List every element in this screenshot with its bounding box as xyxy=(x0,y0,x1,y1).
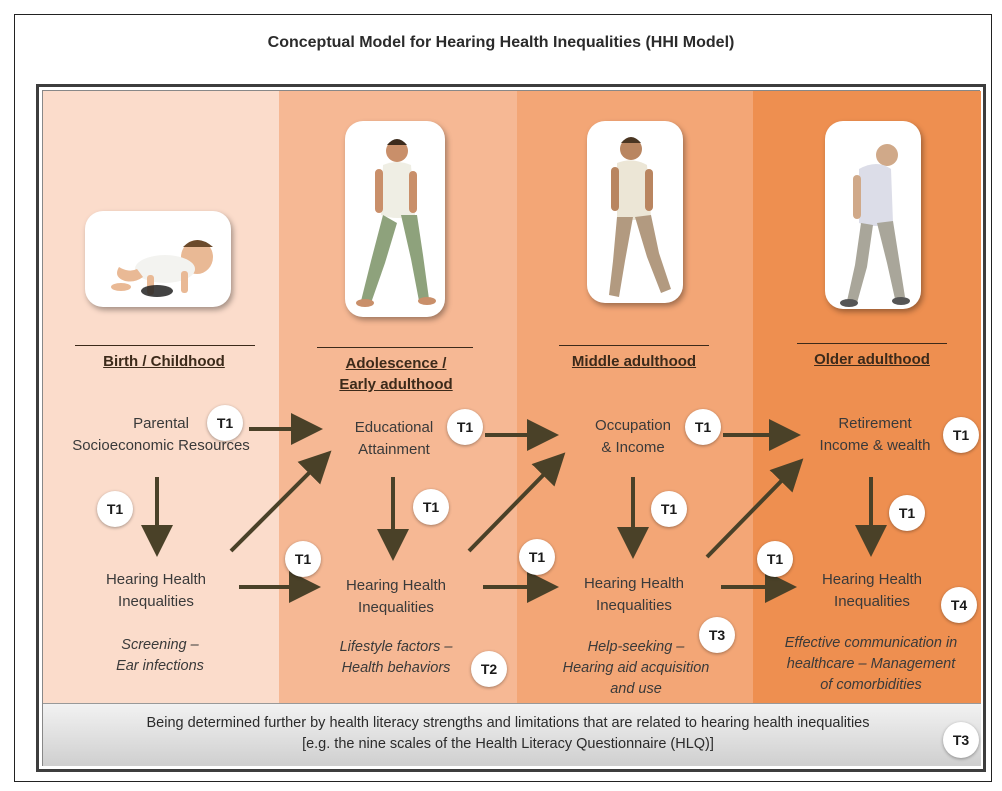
arrows-layer xyxy=(141,413,887,603)
badge-t1: T1 xyxy=(413,489,449,525)
note-screening: Screening – Ear infections xyxy=(75,635,245,677)
badge-t2: T2 xyxy=(471,651,507,687)
hhi-node-adolescence: Hearing Health Inequalities xyxy=(321,575,471,619)
badge-t1: T1 xyxy=(651,491,687,527)
health-literacy-footer: Being determined further by health liter… xyxy=(43,703,981,766)
factor-retirement-income: Retirement Income & wealth xyxy=(795,413,955,457)
note-line-3: and use xyxy=(610,681,662,697)
factor-line-2: Socioeconomic Resources xyxy=(72,437,250,454)
footer-line-2: [e.g. the nine scales of the Health Lite… xyxy=(302,736,714,752)
note-line-3: of comorbidities xyxy=(820,677,922,693)
stage-rule-3 xyxy=(559,345,709,346)
badge-t3: T3 xyxy=(699,617,735,653)
note-help-seeking: Help-seeking – Hearing aid acquisition a… xyxy=(539,637,733,700)
stage-label-older-adulthood: Older adulthood xyxy=(777,349,967,370)
hhi-line-1: Hearing Health xyxy=(105,571,207,588)
middle-aged-man-image xyxy=(587,121,683,303)
figure-title: Conceptual Model for Hearing Health Ineq… xyxy=(267,34,735,51)
arrow-hhi2-to-occupation xyxy=(467,452,566,553)
hhi-line-2: Inequalities xyxy=(358,599,434,616)
note-line-1: Effective communication in xyxy=(784,635,958,651)
stage-rule-1 xyxy=(75,345,255,346)
badge-t1: T1 xyxy=(685,409,721,445)
factor-parental-ses: Parental Socioeconomic Resources xyxy=(51,413,271,457)
badge-t4: T4 xyxy=(941,587,977,623)
badge-t1: T1 xyxy=(447,409,483,445)
stage-label-middle-adulthood: Middle adulthood xyxy=(539,351,729,372)
badge-t1: T1 xyxy=(207,405,243,441)
note-line-1: Help-seeking – xyxy=(587,639,685,655)
factor-line-2: Income & wealth xyxy=(819,437,931,454)
model-panel: Birth / Childhood Adolescence / Early ad… xyxy=(36,84,986,772)
hhi-node-childhood: Hearing Health Inequalities xyxy=(81,569,231,613)
baby-image xyxy=(85,211,231,307)
note-line-2: Ear infections xyxy=(116,658,204,674)
stage-rule-2 xyxy=(317,347,473,348)
note-line-2: Hearing aid acquisition xyxy=(562,660,710,676)
hhi-line-2: Inequalities xyxy=(834,593,910,610)
hhi-line-1: Hearing Health xyxy=(583,575,685,592)
stage-label-text: Middle adulthood xyxy=(571,353,697,370)
badge-t1: T1 xyxy=(757,541,793,577)
badge-t1: T1 xyxy=(889,495,925,531)
note-line-1: Lifestyle factors – xyxy=(339,639,453,655)
hhi-node-older: Hearing Health Inequalities xyxy=(797,569,947,613)
factor-line-1: Occupation xyxy=(595,417,671,434)
stage-label-birth-childhood: Birth / Childhood xyxy=(59,351,269,372)
arrow-hhi3-to-retirement xyxy=(705,458,804,559)
young-man-image xyxy=(345,121,445,317)
badge-t1: T1 xyxy=(97,491,133,527)
factor-line-2: Attainment xyxy=(358,441,430,458)
hhi-line-1: Hearing Health xyxy=(821,571,923,588)
badge-t1: T1 xyxy=(943,417,979,453)
factor-line-1: Parental xyxy=(133,415,189,432)
footer-line-1: Being determined further by health liter… xyxy=(146,715,870,731)
stage-label-text-2: Early adulthood xyxy=(339,376,453,393)
badge-t1: T1 xyxy=(285,541,321,577)
hhi-node-middle: Hearing Health Inequalities xyxy=(559,573,709,617)
note-line-2: Health behaviors xyxy=(341,660,451,676)
stage-label-text: Adolescence / xyxy=(345,355,447,372)
factor-occupation-income: Occupation & Income xyxy=(561,415,705,459)
older-man-image xyxy=(825,121,921,309)
hhi-line-1: Hearing Health xyxy=(345,577,447,594)
factor-line-1: Educational xyxy=(354,419,434,436)
stage-label-text: Birth / Childhood xyxy=(103,353,225,370)
note-lifestyle: Lifestyle factors – Health behaviors xyxy=(311,637,481,679)
badge-t3: T3 xyxy=(943,722,979,758)
factor-educational-attainment: Educational Attainment xyxy=(319,417,469,461)
stage-label-adolescence: Adolescence / Early adulthood xyxy=(301,353,491,395)
note-line-1: Screening – xyxy=(121,637,199,653)
note-communication: Effective communication in healthcare – … xyxy=(767,633,975,696)
column-birth-childhood xyxy=(43,91,279,703)
factor-line-1: Retirement xyxy=(838,415,912,432)
stage-label-text: Older adulthood xyxy=(814,351,930,368)
note-line-2: healthcare – Management xyxy=(786,656,956,672)
badge-t1: T1 xyxy=(519,539,555,575)
factor-line-2: & Income xyxy=(601,439,665,456)
hhi-line-2: Inequalities xyxy=(118,593,194,610)
stage-rule-4 xyxy=(797,343,947,344)
arrow-hhi1-to-education xyxy=(229,450,332,553)
hhi-line-2: Inequalities xyxy=(596,597,672,614)
